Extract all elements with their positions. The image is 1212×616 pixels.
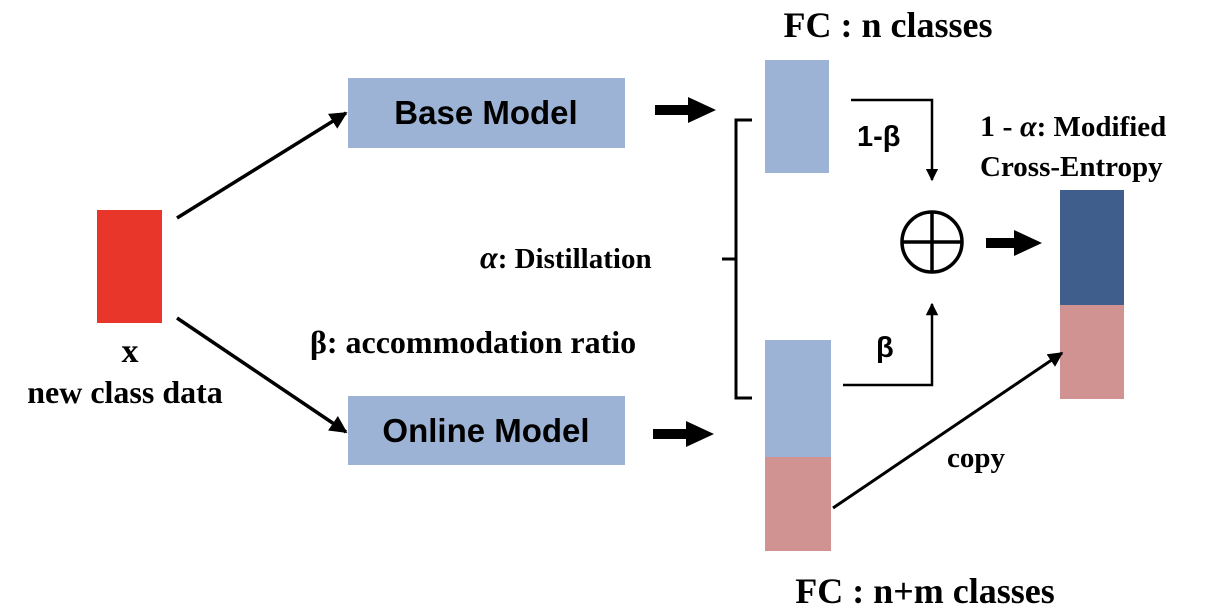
distillation-text: : Distillation [498, 243, 652, 275]
distillation-bracket [722, 118, 752, 400]
fc-bottom-new-classes [765, 457, 831, 551]
base-model-label: Base Model [394, 94, 577, 131]
modified-ce-line1: 1 - α: Modified [980, 110, 1166, 143]
output-bottom-block [1060, 305, 1124, 399]
alpha-symbol: α [480, 239, 499, 275]
thick-arrow-base-to-fc [655, 97, 716, 123]
input-caption: new class data [27, 374, 223, 410]
modified-prefix: 1 - [980, 110, 1020, 143]
online-model-box [348, 396, 625, 465]
circle-plus-icon [900, 210, 964, 274]
accommodation-ratio-label: β: accommodation ratio [310, 324, 636, 360]
modified-alpha: α [1020, 110, 1037, 143]
copy-arrow [832, 351, 1064, 510]
fc-top-bar [765, 60, 829, 173]
fc-bottom-label: FC : n+m classes [795, 571, 1055, 611]
beta-label: β [876, 332, 894, 364]
copy-label: copy [947, 442, 1006, 474]
arrow-input-to-online [176, 316, 348, 434]
one-minus-beta-label: 1-β [857, 121, 901, 153]
modified-text: : Modified [1037, 111, 1167, 143]
distillation-label: α: Distillation [480, 239, 652, 275]
input-symbol: x [122, 333, 139, 370]
input-block [97, 210, 162, 323]
base-model-box [348, 78, 625, 148]
path-bottom-to-sum [843, 302, 939, 387]
online-model-label: Online Model [382, 412, 589, 449]
thick-arrow-online-to-fc [653, 421, 714, 447]
path-top-to-sum [851, 98, 939, 182]
fc-top-label: FC : n classes [784, 5, 993, 45]
arrow-input-to-base [176, 111, 348, 220]
thick-arrow-sum-to-output [986, 230, 1042, 256]
output-top-block [1060, 190, 1124, 305]
fc-bottom-old-classes [765, 340, 831, 457]
modified-ce-line2: Cross-Entropy [980, 151, 1163, 183]
